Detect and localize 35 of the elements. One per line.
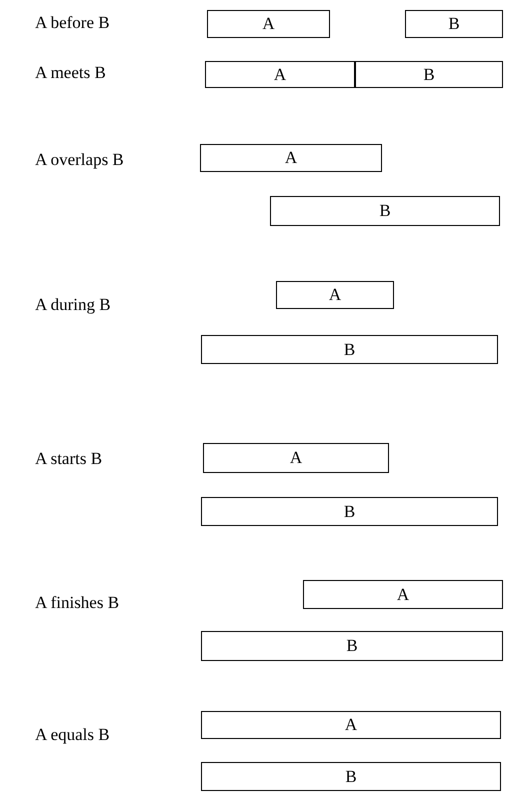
interval-name: B <box>344 766 358 786</box>
interval-bar <box>205 61 355 88</box>
interval-bar <box>201 497 498 526</box>
interval-bar <box>201 762 501 791</box>
interval-name: B <box>422 64 436 84</box>
interval-bar <box>201 335 498 364</box>
interval-bar <box>201 711 501 739</box>
interval-name: B <box>378 201 392 221</box>
interval-name: B <box>342 340 356 360</box>
interval-bar <box>270 196 500 226</box>
relation-name: A during B <box>35 295 111 315</box>
interval-name: B <box>345 636 359 656</box>
interval-bar <box>303 580 503 609</box>
interval-name: B <box>342 502 356 522</box>
interval-bar <box>200 144 382 172</box>
relation-name: A overlaps B <box>35 150 124 170</box>
relation-name: A starts B <box>35 449 102 469</box>
interval-bar <box>201 631 503 661</box>
interval-name: A <box>396 584 410 604</box>
interval-bar <box>207 10 330 38</box>
interval-name: A <box>288 448 304 468</box>
relation-name: A equals B <box>35 725 110 745</box>
interval-name: A <box>272 64 288 84</box>
interval-bar <box>405 10 503 38</box>
interval-name: B <box>447 14 461 34</box>
interval-bar <box>203 443 389 473</box>
relation-name: A finishes B <box>35 593 120 613</box>
interval-name: A <box>328 285 342 305</box>
interval-bar <box>276 281 394 309</box>
relation-name: A meets B <box>35 63 106 83</box>
interval-bar <box>355 61 503 88</box>
relation-name: A before B <box>35 13 110 33</box>
interval-name: A <box>261 14 276 34</box>
interval-name: A <box>284 148 298 168</box>
interval-name: A <box>344 715 358 735</box>
